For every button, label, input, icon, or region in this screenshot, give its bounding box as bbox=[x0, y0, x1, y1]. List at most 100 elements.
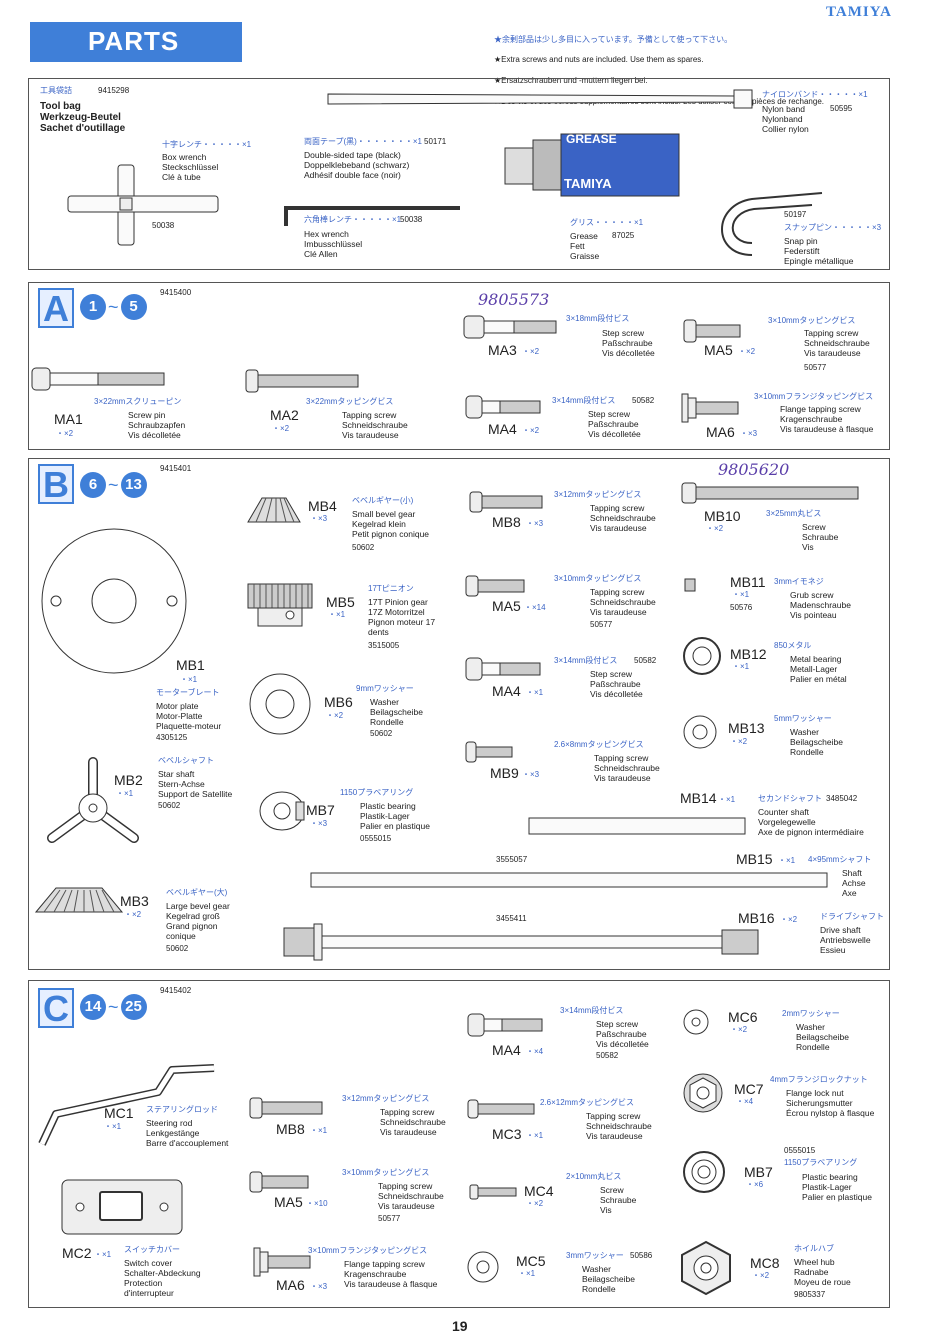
mb16-code: MB16 bbox=[738, 910, 775, 926]
mb9-qty: ・×3 bbox=[522, 770, 540, 779]
box-wrench-drawing bbox=[67, 164, 219, 246]
mb14-num: 3485042 bbox=[826, 794, 858, 803]
nylon-num: 50595 bbox=[830, 104, 853, 113]
section-a-steps: 1~5 bbox=[80, 294, 147, 320]
mc8-wheel-hub-drawing bbox=[681, 1240, 731, 1296]
mb9-text: Tapping screw Schneidschraube Vis taraud… bbox=[594, 753, 660, 783]
ma4-jp: 3×14mm段付ビス bbox=[552, 396, 616, 405]
mb16-text: Drive shaft Antriebswelle Essieu bbox=[820, 925, 871, 955]
mb11-text: Grub screw Madenschraube Vis pointeau bbox=[790, 590, 851, 620]
ma3-qty: ・×2 bbox=[522, 347, 540, 356]
section-c-steps: 14~25 bbox=[80, 994, 147, 1020]
ma4-code-c: MA4 bbox=[492, 1042, 521, 1058]
mb4-qty: ・×3 bbox=[310, 514, 328, 523]
mb9-screw-drawing bbox=[465, 741, 513, 763]
mc3-qty: ・×1 bbox=[526, 1131, 544, 1140]
mc6-code: MC6 bbox=[728, 1009, 758, 1025]
mb6-num: 50602 bbox=[370, 729, 393, 738]
mb7-code: MB7 bbox=[306, 802, 335, 818]
ma4-screw-drawing-b bbox=[465, 657, 541, 681]
ma5-num: 50577 bbox=[804, 363, 827, 372]
section-b-code: 9415401 bbox=[160, 464, 192, 473]
nylon-band-drawing bbox=[327, 89, 753, 109]
section-b bbox=[28, 458, 890, 970]
mc7-code: MC7 bbox=[734, 1081, 764, 1097]
ma5-screw-drawing bbox=[683, 319, 741, 343]
mc3-jp: 2.6×12mmタッピングビス bbox=[540, 1098, 635, 1107]
mb16-num: 3455411 bbox=[496, 914, 527, 923]
mb13-jp: 5mmワッシャー bbox=[774, 714, 832, 723]
mb3-qty: ・×2 bbox=[124, 910, 142, 919]
mb16-qty: ・×2 bbox=[780, 915, 798, 924]
ma5-qty-b: ・×14 bbox=[524, 603, 546, 612]
mb6-jp: 9mmワッシャー bbox=[356, 684, 414, 693]
tool-bag-section bbox=[28, 78, 890, 270]
hex-text: Hex wrench Imbusschlüssel Clé Allen bbox=[304, 229, 363, 259]
tape-text: Double-sided tape (black) Doppelklebeban… bbox=[304, 150, 410, 180]
mb13-text: Washer Beilagscheibe Rondelle bbox=[790, 727, 843, 757]
mb7-jp-c: 1150プラベアリング bbox=[784, 1158, 858, 1167]
hex-wrench-drawing bbox=[284, 206, 460, 226]
mc1-code: MC1 bbox=[104, 1105, 134, 1121]
ma4-text: Step screw Paßschraube Vis décolletée bbox=[588, 409, 641, 439]
mb10-text: Screw Schraube Vis bbox=[802, 522, 839, 552]
ma5-code-c: MA5 bbox=[274, 1194, 303, 1210]
ma6-text-c: Flange tapping screw Kragenschraube Vis … bbox=[344, 1259, 438, 1289]
mb3-code: MB3 bbox=[120, 893, 149, 909]
mc8-qty: ・×2 bbox=[752, 1271, 770, 1280]
ma5-text-c: Tapping screw Schneidschraube Vis taraud… bbox=[378, 1181, 444, 1211]
mb12-jp: 850メタル bbox=[774, 641, 812, 650]
ma4-code: MA4 bbox=[488, 421, 517, 437]
ma4-num: 50582 bbox=[632, 396, 655, 405]
mb12-qty: ・×1 bbox=[732, 662, 750, 671]
mc1-qty: ・×1 bbox=[104, 1122, 122, 1131]
mb7-num-c: 0555015 bbox=[784, 1146, 816, 1155]
ma6-qty-c: ・×3 bbox=[310, 1282, 328, 1291]
mb5-num: 3515005 bbox=[368, 641, 400, 650]
mb5-qty: ・×1 bbox=[328, 610, 346, 619]
mb2-star-shaft-drawing bbox=[47, 757, 139, 843]
mc5-jp: 3mmワッシャー bbox=[566, 1251, 624, 1260]
mb15-num: 3555057 bbox=[496, 855, 528, 864]
mc4-jp: 2×10mm丸ビス bbox=[566, 1172, 622, 1181]
ma1-qty: ・×2 bbox=[56, 429, 74, 438]
mb12-text: Metal bearing Metall-Lager Palier en mét… bbox=[790, 654, 847, 684]
ma2-jp: 3×22mmタッピングビス bbox=[306, 397, 394, 406]
mc8-code: MC8 bbox=[750, 1255, 780, 1271]
tamiya-brand: TAMIYA bbox=[825, 4, 892, 20]
mb11-num: 50576 bbox=[730, 603, 753, 612]
mb11-jp: 3mmイモネジ bbox=[774, 577, 824, 586]
ma6-qty: ・×3 bbox=[740, 429, 758, 438]
ma1-code: MA1 bbox=[54, 411, 83, 427]
mb7-code-c: MB7 bbox=[744, 1164, 773, 1180]
step-from: 6 bbox=[80, 472, 106, 498]
mc5-text: Washer Beilagscheibe Rondelle bbox=[582, 1264, 635, 1294]
section-b-letter: B bbox=[38, 464, 74, 504]
hex-num: 50038 bbox=[400, 215, 423, 224]
hex-jp: 六角棒レンチ・・・・・×1 bbox=[304, 215, 402, 224]
section-a-letter: A bbox=[38, 288, 74, 328]
mb8-qty-c: ・×1 bbox=[310, 1126, 328, 1135]
mb1-qty: ・×1 bbox=[180, 675, 198, 684]
mb1-text: Motor plate Motor-Platte Plaquette-moteu… bbox=[156, 701, 222, 731]
ma5-qty-c: ・×10 bbox=[306, 1199, 328, 1208]
tape-jp: 両面テープ(黒)・・・・・・・×1 bbox=[304, 137, 422, 146]
mb12-metal-bearing-drawing bbox=[683, 637, 721, 675]
mb11-qty: ・×1 bbox=[732, 590, 750, 599]
ma4-qty-c: ・×4 bbox=[526, 1047, 544, 1056]
ma5-num-c: 50577 bbox=[378, 1214, 401, 1223]
nylon-jp: ナイロンバンド・・・・・×1 bbox=[762, 90, 868, 99]
mb10-screw-drawing bbox=[681, 482, 859, 504]
mb14-qty: ・×1 bbox=[718, 795, 736, 804]
ma5-screw-drawing-b bbox=[465, 575, 525, 597]
mb13-washer-drawing bbox=[683, 715, 717, 749]
mb7-num: 0555015 bbox=[360, 834, 392, 843]
mb7-bearing-drawing-c bbox=[683, 1151, 725, 1193]
section-a-code: 9415400 bbox=[160, 288, 192, 297]
mc8-jp: ホイルハブ bbox=[794, 1244, 834, 1253]
mb4-small-bevel-gear-drawing bbox=[247, 497, 301, 523]
mc2-switch-cover-drawing bbox=[61, 1179, 183, 1235]
mb15-qty: ・×1 bbox=[778, 856, 796, 865]
mb7-jp: 1150プラベアリング bbox=[340, 788, 414, 797]
ma3-jp: 3×18mm段付ビス bbox=[566, 314, 630, 323]
